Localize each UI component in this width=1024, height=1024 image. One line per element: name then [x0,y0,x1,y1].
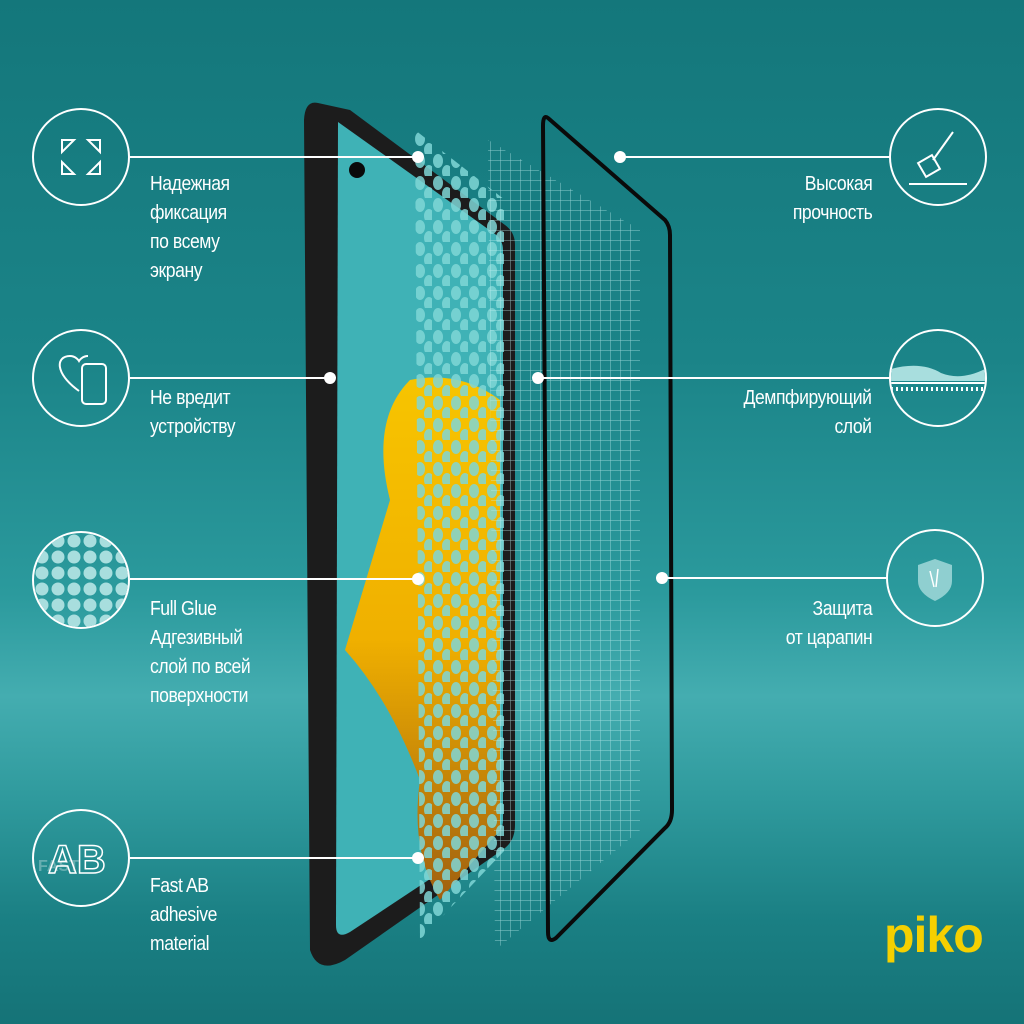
damping-layer-icon [889,329,987,427]
damping-grid-layer [488,140,640,950]
heart-phone-icon [32,329,130,427]
adhesive-dots-layer [415,130,505,940]
dots-pattern-icon [32,531,130,629]
svg-text:FAST: FAST [38,858,79,875]
hammer-icon [889,108,987,206]
svg-text:AB: AB [48,838,106,882]
fixation-icon [32,108,130,206]
shield-icon [886,529,984,627]
piko-logo: piko [884,907,984,963]
glass-layer [540,115,675,942]
